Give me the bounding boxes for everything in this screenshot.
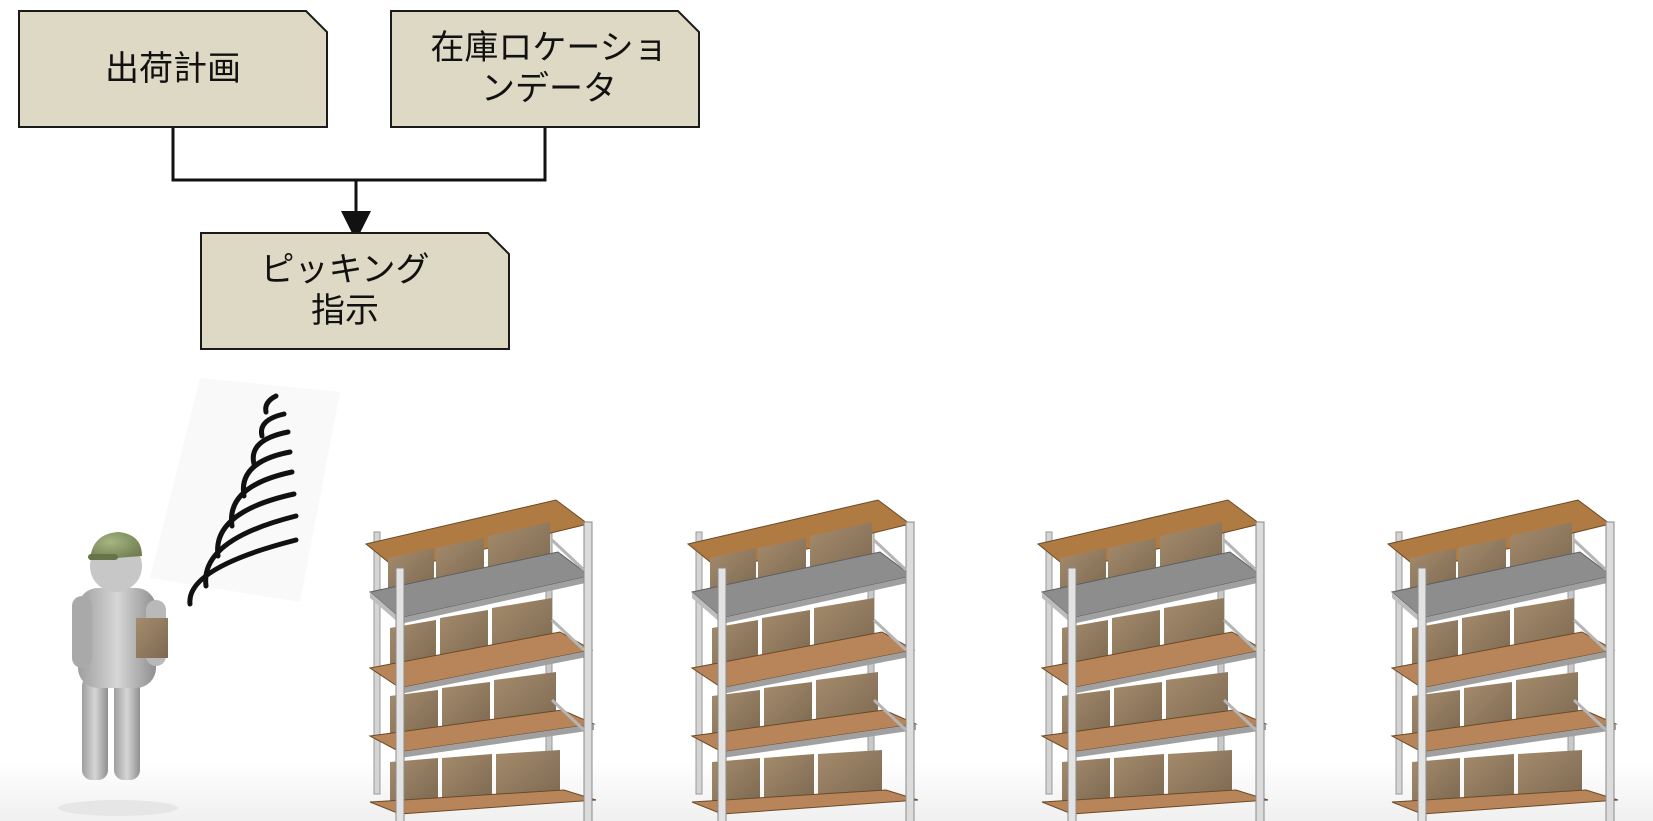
worker-icon [58,532,178,816]
node-label: ピッキング 指示 [260,250,430,331]
node-shipping-plan: 出荷計画 [18,10,328,128]
node-inventory-location-data: 在庫ロケーショ ンデータ [390,10,700,128]
edge-inventory-location-data [356,128,547,182]
node-shape [18,10,328,128]
wireless-signal-icon [150,378,340,607]
edge-shipping-plan [171,128,356,182]
node-shape [200,232,510,350]
node-label: 出荷計画 [105,48,241,89]
node-label: 在庫ロケーショ ンデータ [430,28,668,109]
node-picking-instruction: ピッキング 指示 [200,232,510,350]
node-shape [390,10,700,128]
